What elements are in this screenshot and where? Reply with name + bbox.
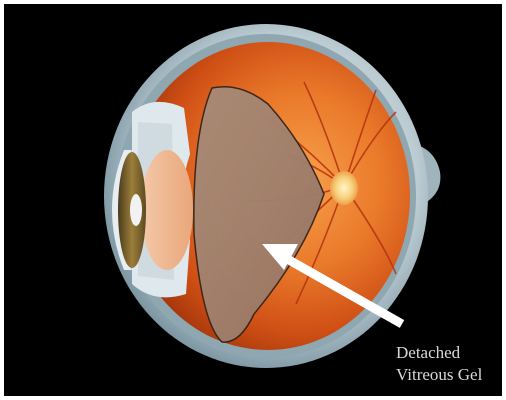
eye-cross-section-drawing — [4, 4, 502, 396]
label-line-2: Vitreous Gel — [396, 364, 502, 386]
lens — [141, 150, 193, 270]
detached-vitreous-gel-label: Detached Vitreous Gel — [396, 342, 502, 386]
optic-disc — [330, 171, 358, 205]
pupil — [130, 194, 142, 226]
eye-illustration: Detached Vitreous Gel — [4, 4, 502, 396]
label-line-1: Detached — [396, 342, 502, 364]
